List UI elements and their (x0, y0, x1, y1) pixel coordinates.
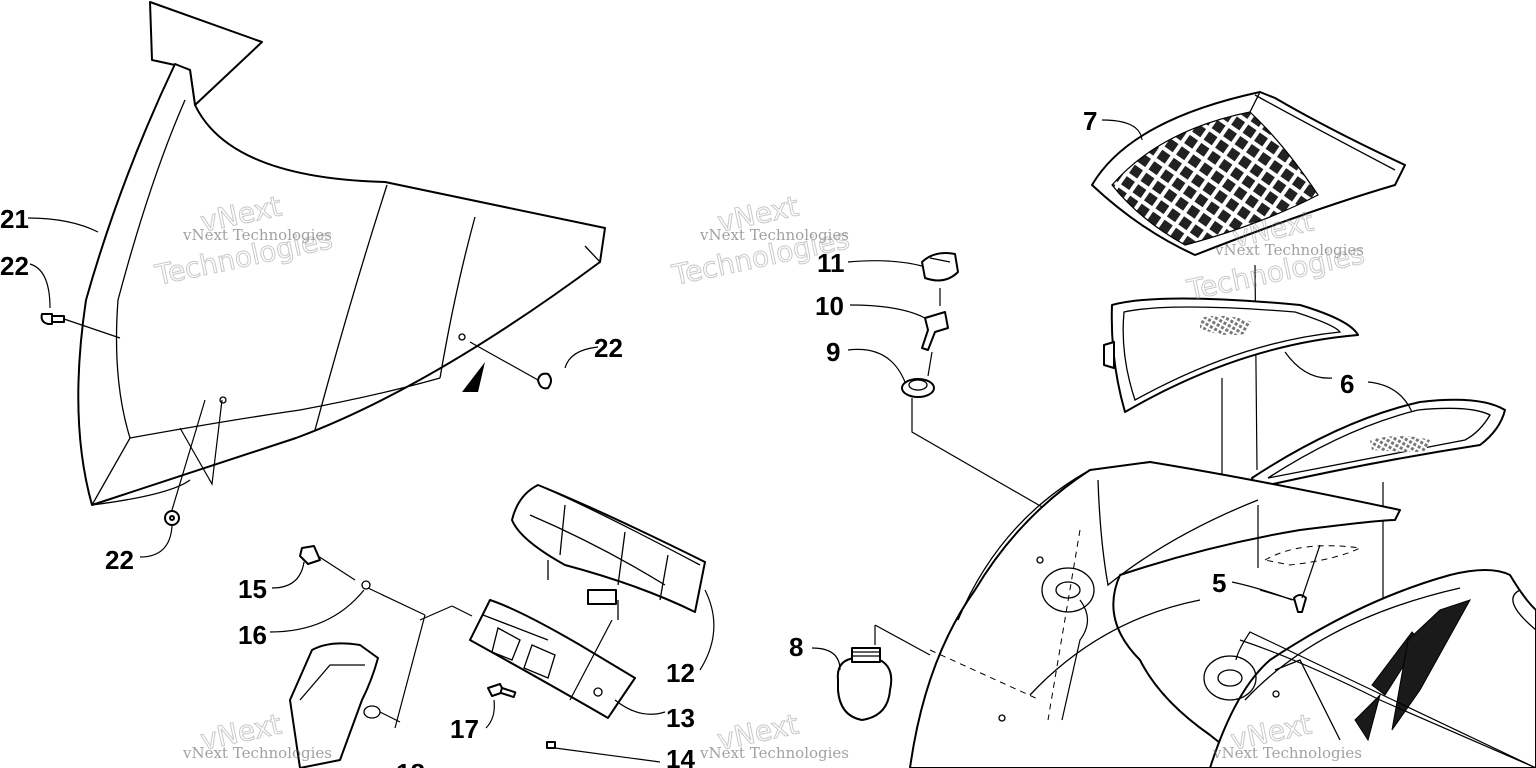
callout-16: 16 (238, 620, 267, 650)
grille-part-7 (1091, 91, 1406, 256)
callout-5: 5 (1212, 568, 1226, 598)
washer-part-22-bottom (164, 399, 223, 526)
callout-21: 21 (0, 204, 29, 234)
lens-part-6-upper (1103, 297, 1359, 413)
key-part-10 (921, 311, 949, 351)
nut-part-15 (299, 545, 356, 581)
screw-part-22-left (40, 313, 121, 339)
callout-14: 14 (666, 744, 695, 768)
callout-22: 22 (0, 251, 29, 281)
callout-12: 12 (666, 658, 695, 688)
callout-22: 22 (594, 333, 623, 363)
svg-text:vNext Technologies: vNext Technologies (182, 744, 332, 762)
callout-7: 7 (1083, 106, 1097, 136)
svg-text:vNext Technologies: vNext Technologies (699, 226, 849, 244)
bracket-part-13 (469, 599, 666, 719)
svg-text:vNext Technologies: vNext Technologies (699, 744, 849, 762)
callout-6: 6 (1340, 369, 1354, 399)
callout-8: 8 (789, 632, 803, 662)
svg-text:vNext Technologies: vNext Technologies (182, 226, 332, 244)
nut-part-9 (901, 378, 935, 398)
callout-9: 9 (826, 337, 840, 367)
watermark: vNext Technologies vNext (699, 707, 849, 762)
mount-bracket-part-18 (289, 642, 401, 768)
callout-11: 11 (817, 248, 845, 278)
callout-17: 17 (450, 714, 479, 744)
lens-part-6-lower (1251, 398, 1506, 489)
key-cap-part-11 (921, 252, 959, 282)
screw-part-5 (1259, 544, 1321, 613)
callout-13: 13 (666, 703, 695, 733)
hole-marker (458, 333, 466, 341)
screw-part-22-right (469, 341, 552, 390)
callout-22: 22 (105, 545, 134, 575)
callout-15: 15 (238, 574, 267, 604)
hood-body (909, 461, 1536, 768)
washer-part-16 (361, 580, 426, 729)
direction-arrow-icon (462, 362, 485, 392)
hole-marker (219, 396, 227, 404)
gauge-part-12 (511, 484, 715, 671)
clip-part-14 (546, 741, 661, 763)
windshield-part-21 (77, 1, 606, 506)
svg-text:vNext Technologies: vNext Technologies (1214, 241, 1364, 259)
bolt-part-17 (487, 683, 517, 699)
switch-part-8 (836, 624, 931, 721)
callout-18: 18 (396, 758, 425, 768)
svg-text:vNext Technologies: vNext Technologies (1212, 744, 1362, 762)
callout-10: 10 (815, 291, 844, 321)
